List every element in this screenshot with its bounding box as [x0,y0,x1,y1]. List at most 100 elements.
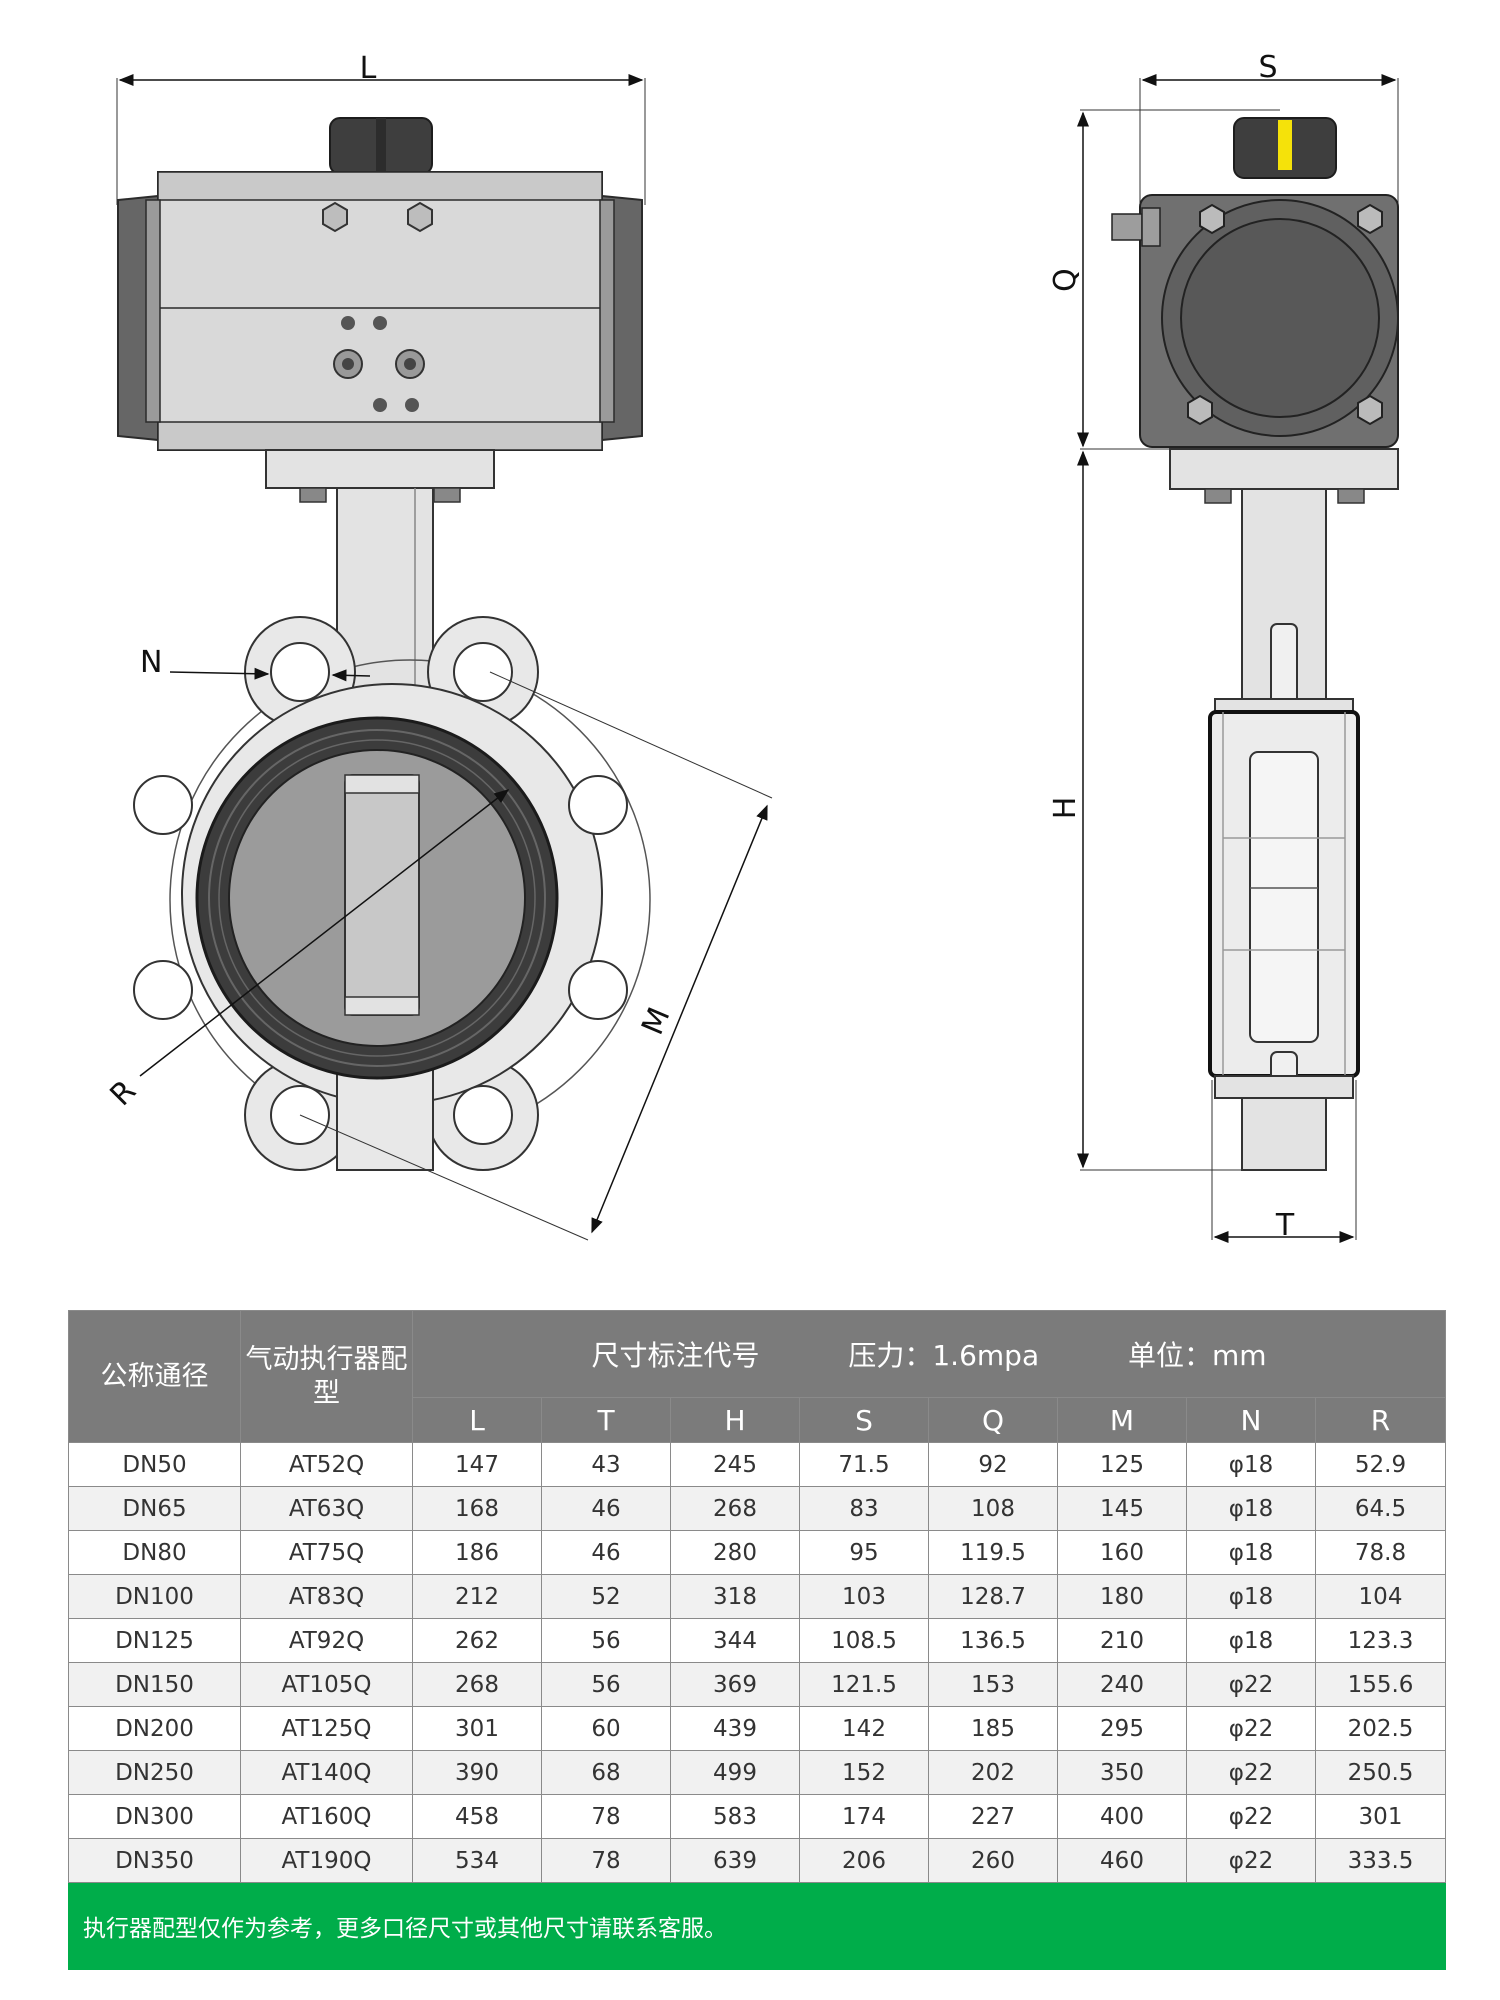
table-cell: 56 [541,1618,671,1663]
table-cell: φ18 [1186,1486,1316,1531]
table-cell: 60 [541,1706,671,1751]
front-view: L [104,51,773,1241]
table-cell: 206 [799,1838,929,1883]
header-nominal-diameter: 公称通径 [68,1310,241,1443]
table-cell: 499 [670,1750,800,1795]
table-cell: 108 [928,1486,1058,1531]
table-cell: 400 [1057,1794,1187,1839]
valve-technical-drawing: L [104,50,1399,1243]
table-cell: AT75Q [240,1530,413,1575]
header-col-h: H [670,1397,800,1443]
table-cell: 174 [799,1794,929,1839]
header-col-n: N [1186,1397,1316,1443]
table-cell: DN350 [68,1838,241,1883]
table-cell: 185 [928,1706,1058,1751]
table-cell: 108.5 [799,1618,929,1663]
table-cell: 202 [928,1750,1058,1795]
table-cell: 240 [1057,1662,1187,1707]
side-view: S [1048,50,1399,1243]
table-cell: 136.5 [928,1618,1058,1663]
dim-line-M [591,804,768,1234]
actuator-cap [329,117,433,175]
table-cell: 333.5 [1314,1838,1447,1883]
table-cell: 152 [799,1750,929,1795]
pneumatic-actuator-front [117,171,643,451]
header-col-r: R [1314,1397,1447,1443]
table-cell: 583 [670,1794,800,1839]
table-cell: 52 [541,1574,671,1619]
table-cell: DN100 [68,1574,241,1619]
table-cell: φ22 [1186,1794,1316,1839]
table-cell: 56 [541,1662,671,1707]
table-cell: 260 [928,1838,1058,1883]
table-cell: 78 [541,1794,671,1839]
table-cell: 390 [412,1750,542,1795]
table-note-row: 执行器配型仅作为参考，更多口径尺寸或其他尺寸请联系客服。 [67,1882,1447,1970]
table-cell: 301 [1314,1794,1447,1839]
table-cell: AT190Q [240,1838,413,1883]
pneumatic-actuator-side [1111,194,1399,448]
header-dimension-code: 尺寸标注代号 [591,1339,760,1372]
table-cell: AT140Q [240,1750,413,1795]
table-cell: φ18 [1186,1442,1316,1487]
table-cell: φ18 [1186,1574,1316,1619]
table-cell: 52.9 [1314,1442,1447,1487]
table-cell: 210 [1057,1618,1187,1663]
table-cell: 295 [1057,1706,1187,1751]
table-cell: AT83Q [240,1574,413,1619]
table-cell: 142 [799,1706,929,1751]
dim-label-R: R [104,1074,143,1113]
table-cell: 71.5 [799,1442,929,1487]
table-cell: 145 [1057,1486,1187,1531]
valve-disc-front [195,716,559,1080]
table-cell: DN80 [68,1530,241,1575]
table-cell: 268 [670,1486,800,1531]
table-cell: 78.8 [1314,1530,1447,1575]
table-cell: 460 [1057,1838,1187,1883]
dim-label-H: H [1048,797,1083,820]
table-cell: 369 [670,1662,800,1707]
table-cell: 43 [541,1442,671,1487]
table-cell: φ22 [1186,1750,1316,1795]
table-cell: 350 [1057,1750,1187,1795]
header-col-l: L [412,1397,542,1443]
table-cell: DN125 [68,1618,241,1663]
table-cell: 318 [670,1574,800,1619]
dim-label-N: N [140,645,162,680]
table-cell: 123.3 [1314,1618,1447,1663]
table-cell: φ22 [1186,1662,1316,1707]
table-cell: 64.5 [1314,1486,1447,1531]
table-cell: 46 [541,1486,671,1531]
table-cell: DN250 [68,1750,241,1795]
table-cell: 439 [670,1706,800,1751]
table-cell: φ22 [1186,1706,1316,1751]
dim-label-T: T [1275,1208,1295,1243]
table-cell: DN150 [68,1662,241,1707]
table-cell: 534 [412,1838,542,1883]
table-cell: 68 [541,1750,671,1795]
table-cell: 301 [412,1706,542,1751]
table-cell: φ18 [1186,1618,1316,1663]
table-cell: AT160Q [240,1794,413,1839]
dim-label-L: L [360,51,377,86]
table-cell: DN200 [68,1706,241,1751]
table-cell: 639 [670,1838,800,1883]
side-mounting-bracket [1169,448,1399,504]
table-cell: 155.6 [1314,1662,1447,1707]
table-cell: 212 [412,1574,542,1619]
table-cell: 458 [412,1794,542,1839]
table-cell: 262 [412,1618,542,1663]
table-cell: 83 [799,1486,929,1531]
table-cell: 125 [1057,1442,1187,1487]
side-actuator-cap [1233,117,1337,179]
header-col-t: T [541,1397,671,1443]
table-note: 执行器配型仅作为参考，更多口径尺寸或其他尺寸请联系客服。 [67,1882,1447,1970]
table-cell: 103 [799,1574,929,1619]
